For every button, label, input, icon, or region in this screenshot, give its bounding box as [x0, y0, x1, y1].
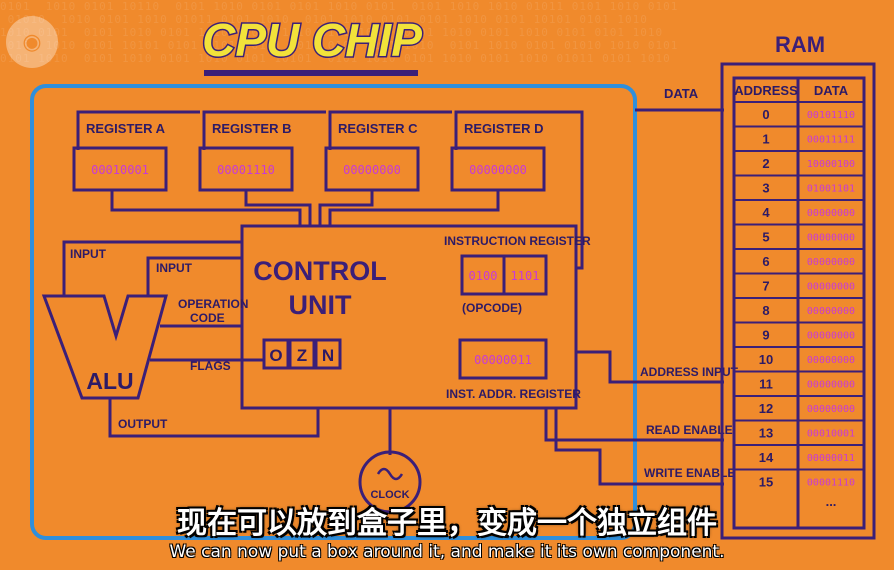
instruction-register-label: INSTRUCTION REGISTER	[444, 234, 591, 248]
ram-row-address: 8	[762, 303, 769, 318]
ram-row-address: 10	[759, 352, 773, 367]
subtitle-english: We can now put a box around it, and make…	[169, 542, 725, 562]
clock-circle	[358, 450, 422, 514]
chip-title: CPU CHIP	[202, 14, 422, 66]
ram-row-data: 00010001	[807, 429, 855, 440]
register-a-label: REGISTER A	[86, 121, 166, 136]
ram-row-address: 5	[762, 230, 769, 245]
alu-label: ALU	[86, 368, 133, 394]
ram-row-address: 6	[762, 254, 769, 269]
ram-header-data: DATA	[814, 83, 849, 98]
ram-row-data: 00000000	[807, 355, 855, 366]
operation-code-label-line1: OPERATION	[178, 297, 248, 311]
register-b-label: REGISTER B	[212, 121, 291, 136]
ram-row-address: 12	[759, 401, 773, 416]
ram-row-data: 10000100	[807, 159, 855, 170]
ram-row-data: 00001110	[807, 478, 855, 489]
register-a: REGISTER A 00010001	[72, 110, 200, 192]
ram-row-data: 00000000	[807, 331, 855, 342]
ram-row-address: 2	[762, 156, 769, 171]
control-unit-title-line2: UNIT	[289, 290, 352, 320]
ram-row-data: 01001101	[807, 184, 855, 195]
clock-wave-icon	[376, 467, 404, 481]
ram-row-address: 15	[759, 475, 773, 490]
ram-row-address: 3	[762, 181, 769, 196]
ram-row-data: 00000000	[807, 380, 855, 391]
title-underline	[204, 70, 418, 76]
pbs-logo-icon: ◉	[6, 16, 58, 68]
inst-addr-label: INST. ADDR. REGISTER	[446, 387, 581, 401]
alu-input-b-label: INPUT	[156, 261, 193, 275]
ram-row-data: 00011111	[807, 135, 855, 146]
inst-addr-value: 00000011	[474, 353, 532, 367]
register-d-value: 00000000	[469, 163, 527, 177]
opcode-value: 0100	[469, 269, 498, 283]
ram-row-data: 00000000	[807, 282, 855, 293]
control-unit-title-line1: CONTROL	[253, 256, 386, 286]
control-unit-box	[240, 224, 578, 410]
operand-value: 1101	[511, 269, 540, 283]
ram-row-address: 13	[759, 426, 773, 441]
register-b: REGISTER B 00001110	[198, 110, 326, 192]
flag-registers: O Z N	[262, 338, 342, 370]
inst-addr-register-box	[458, 338, 548, 380]
ram-row-data: 00000011	[807, 453, 855, 464]
alu-input-a-label: INPUT	[70, 247, 107, 261]
ram-row-address: 14	[759, 450, 774, 465]
operation-code-label-line2: CODE	[190, 311, 225, 325]
register-c-value: 00000000	[343, 163, 401, 177]
flag-negative: N	[322, 346, 334, 365]
ram-ellipsis: ...	[826, 494, 837, 509]
ram-rows: 0 00101110 1 00011111 2 10000100 3 01001101 4 000…	[734, 101, 864, 490]
ram-row-address: 9	[762, 328, 769, 343]
register-b-value: 00001110	[217, 163, 275, 177]
ram-row-address: 11	[759, 377, 773, 392]
data-bus-label: DATA	[664, 86, 699, 101]
ram-title: RAM	[775, 32, 825, 57]
register-d: REGISTER D 00000000	[450, 110, 584, 270]
alu-output-label: OUTPUT	[118, 417, 168, 431]
flags-label: FLAGS	[190, 359, 231, 373]
ram-row-data: 00000000	[807, 208, 855, 219]
ram-row-address: 7	[762, 279, 769, 294]
ram-row-data: 00101110	[807, 110, 855, 121]
ram-row-address: 4	[762, 205, 770, 220]
write-enable-label: WRITE ENABLE	[644, 466, 735, 480]
register-d-label: REGISTER D	[464, 121, 543, 136]
operand-box	[502, 254, 548, 296]
ram-row-data: 00000000	[807, 233, 855, 244]
ram-row-data: 00000000	[807, 306, 855, 317]
ram-row-data: 00000000	[807, 257, 855, 268]
ram-row-data: 00000000	[807, 404, 855, 415]
opcode-label: (OPCODE)	[462, 301, 522, 315]
register-a-value: 00010001	[91, 163, 149, 177]
register-c: REGISTER C 00000000	[324, 110, 452, 192]
ram-row-address: 1	[762, 132, 769, 147]
ram-outer-box	[720, 62, 876, 540]
address-input-label: ADDRESS INPUT	[640, 365, 739, 379]
register-c-label: REGISTER C	[338, 121, 418, 136]
subtitle-chinese: 现在可以放到盒子里，变成一个独立组件	[177, 506, 717, 541]
flag-zero: Z	[297, 346, 307, 365]
ram-header-address: ADDRESS	[734, 83, 798, 98]
flag-overflow: O	[269, 346, 282, 365]
cpu-chip-border	[30, 84, 637, 540]
ram-row-address: 0	[762, 107, 769, 122]
clock-label: CLOCK	[370, 489, 409, 501]
read-enable-label: READ ENABLE	[646, 423, 733, 437]
